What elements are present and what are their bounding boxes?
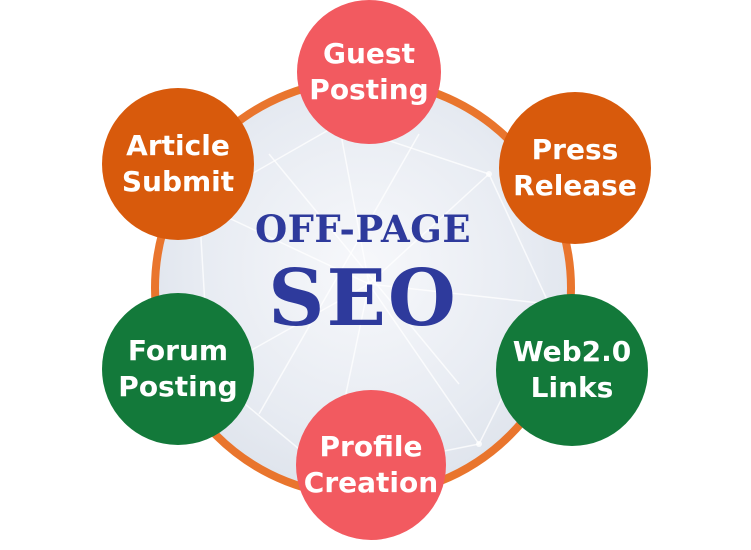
node-label-line1: Article — [126, 129, 230, 162]
node-label-line1: Press — [531, 133, 619, 166]
node-label-line2: Creation — [303, 466, 439, 499]
center-main-label: SEO — [268, 253, 458, 344]
node-guest-posting: Guest Posting — [297, 0, 441, 144]
node-label-line2: Release — [513, 169, 637, 202]
node-forum-posting: Forum Posting — [102, 293, 254, 445]
node-label-line1: Guest — [323, 37, 415, 70]
node-label-line2: Posting — [309, 73, 429, 106]
node-press-release: Press Release — [499, 92, 651, 244]
node-label-line1: Profile — [319, 430, 423, 463]
node-label-line1: Forum — [127, 334, 229, 367]
node-web20-links: Web2.0 Links — [496, 294, 648, 446]
node-label-line2: Posting — [118, 370, 238, 403]
node-article-submit: Article Submit — [102, 88, 254, 240]
node-label-line1: Web2.0 — [512, 335, 632, 368]
node-label-line2: Submit — [121, 165, 235, 198]
node-profile-creation: Profile Creation — [296, 390, 446, 540]
center-title: OFF-PAGE — [254, 207, 472, 251]
node-label-line2: Links — [530, 371, 614, 404]
